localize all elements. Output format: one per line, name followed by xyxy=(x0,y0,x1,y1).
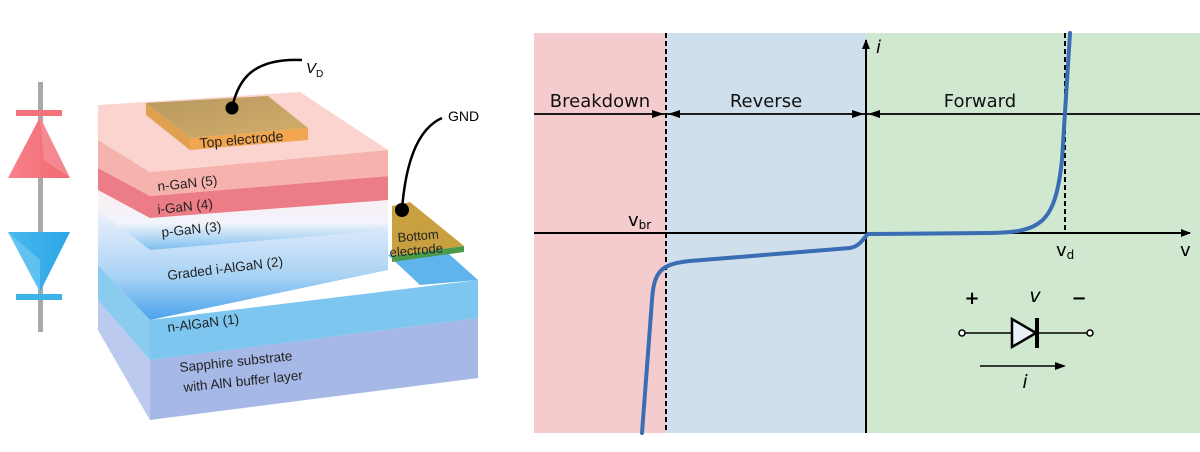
top-contact-wire xyxy=(230,58,303,109)
current-arrow xyxy=(1055,362,1066,370)
top-contact-dot xyxy=(225,101,239,115)
device-stack xyxy=(98,58,478,420)
circuit-current: i xyxy=(1022,371,1028,393)
top-electrode-label: Top electrode xyxy=(199,128,284,151)
terminal-left xyxy=(958,329,966,337)
vd-label: vd xyxy=(1056,240,1074,262)
layer-substrate xyxy=(150,318,478,420)
bottom-electrode xyxy=(392,202,464,256)
layer-n-gan xyxy=(98,140,388,196)
label-p-gan: p-GaN (3) xyxy=(161,219,222,240)
device-schematic: VD GND Top electrode n-GaN (5) i-GaN (4)… xyxy=(8,58,479,420)
bidirectional-diode-icon xyxy=(8,82,70,332)
iv-characteristic-chart: Breakdown Reverse Forward i v vbr vd + v… xyxy=(534,31,1200,435)
diode-triangle xyxy=(1010,316,1039,350)
label-n-gan: n-GaN (5) xyxy=(157,173,218,194)
vbr-label: vbr xyxy=(628,210,651,232)
top-electrode xyxy=(146,96,308,138)
bottom-diode-bar xyxy=(16,294,62,300)
x-axis-label: v xyxy=(1180,240,1191,261)
layer-n-algan xyxy=(150,280,478,360)
bottom-contact-wire xyxy=(400,116,443,211)
layer-p-gan xyxy=(98,190,388,250)
circuit-voltage: v xyxy=(1029,285,1041,307)
vd-label: VD xyxy=(306,60,323,80)
terminal-right xyxy=(1086,329,1094,337)
y-axis-label: i xyxy=(876,37,881,58)
bottom-electrode-label-1: Bottom xyxy=(397,226,439,245)
layer-i-gan xyxy=(98,168,388,218)
diode-circuit-icon: + v − i xyxy=(958,285,1094,393)
gnd-label: GND xyxy=(448,108,479,124)
bottom-contact-dot xyxy=(395,203,409,217)
circuit-minus: − xyxy=(1071,288,1086,309)
region-label-forward: Forward xyxy=(944,91,1016,112)
circuit-plus: + xyxy=(964,288,979,309)
top-diode-bar xyxy=(16,110,62,116)
layer-graded-algan xyxy=(98,210,388,320)
label-i-gan: i-GaN (4) xyxy=(157,196,214,217)
iv-curve-line xyxy=(640,31,1072,435)
symbol-wire xyxy=(38,82,43,332)
diode-bar xyxy=(1035,318,1039,348)
region-label-breakdown: Breakdown xyxy=(550,91,650,112)
region-label-reverse: Reverse xyxy=(730,91,802,112)
bottom-electrode-label-2: electrode xyxy=(389,240,444,260)
